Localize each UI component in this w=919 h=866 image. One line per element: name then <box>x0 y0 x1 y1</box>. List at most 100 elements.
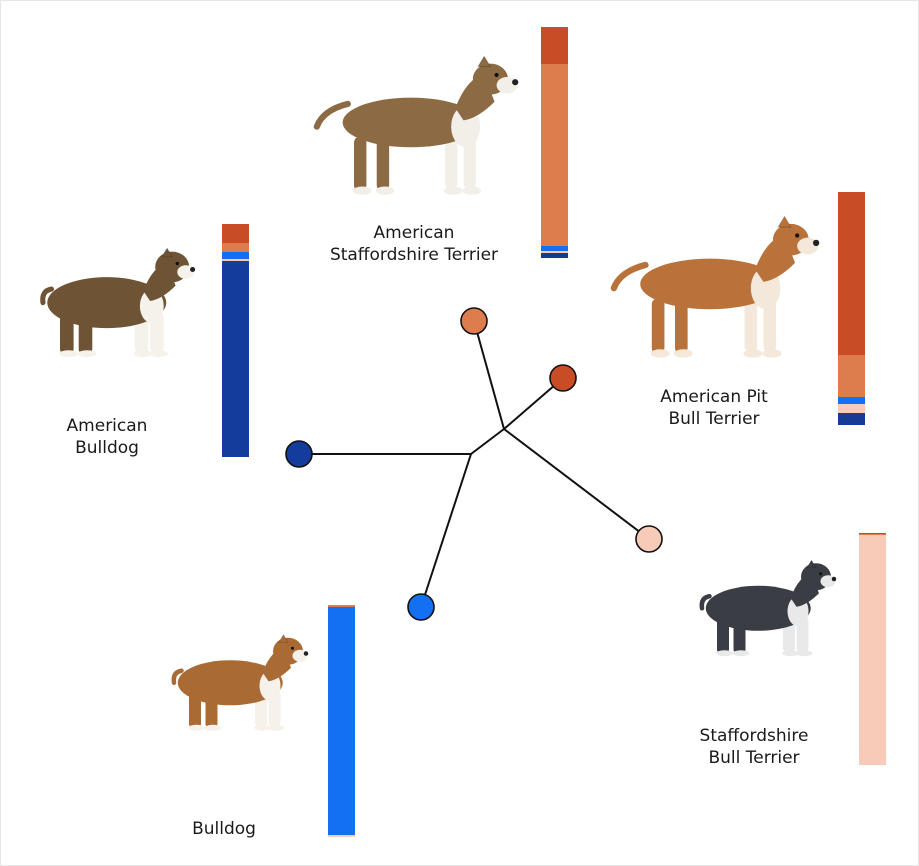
dog-leg <box>717 618 729 654</box>
ancestry-segment <box>541 246 568 251</box>
ancestry-segment <box>328 834 355 837</box>
ancestry-segment <box>859 533 886 535</box>
dog-paw <box>267 724 285 731</box>
dog-body <box>177 660 283 706</box>
ancestry-bar-american-bulldog <box>222 224 249 457</box>
ancestry-segment <box>838 397 865 405</box>
dog-leg <box>674 298 688 354</box>
ancestry-segment <box>859 535 886 765</box>
label-american-bulldog: American Bulldog <box>66 416 148 458</box>
ancestry-segment <box>222 224 249 243</box>
dog-muzzle <box>496 77 518 94</box>
ancestry-bar-american-staffordshire-terrier <box>541 27 568 260</box>
label-american-pit-bull-terrier: American Pit Bull Terrier <box>660 387 768 429</box>
ancestry-segment <box>838 355 865 398</box>
dog-paw <box>204 724 222 731</box>
ancestry-segment <box>328 605 355 608</box>
american-pit-bull-terrier-illustration <box>610 215 820 358</box>
dog-tail <box>313 100 351 130</box>
dog-nose <box>303 651 309 656</box>
dog-eye <box>819 572 822 576</box>
ancestry-segment <box>541 27 568 65</box>
dog-ear <box>278 634 289 643</box>
dog-paw <box>443 186 463 195</box>
dog-paw <box>673 349 693 358</box>
tip-node-american-staffordshire-terrier <box>460 307 488 335</box>
dog-body <box>47 277 167 329</box>
dog-nose <box>831 576 837 582</box>
dog-leg <box>744 296 758 352</box>
dog-ear <box>477 55 492 68</box>
ancestry-segment <box>541 64 568 246</box>
dog-paw <box>732 650 750 657</box>
dog-paw <box>352 186 372 195</box>
dog-leg <box>376 136 390 191</box>
tip-node-american-pit-bull-terrier <box>549 364 577 392</box>
dog-paw <box>743 349 763 358</box>
tip-node-bulldog <box>407 593 435 621</box>
dog-leg <box>354 136 367 191</box>
dog-eye <box>494 72 499 77</box>
dog-tail <box>610 261 649 292</box>
ancestry-segment <box>328 607 355 835</box>
branch-staffordshire-bull-terrier <box>503 428 650 540</box>
ancestry-segment <box>838 404 865 414</box>
dog-muzzle <box>177 265 195 279</box>
dog-leg <box>444 134 458 189</box>
dog-paw <box>188 724 205 731</box>
dog-paw <box>77 350 97 358</box>
dog-leg <box>60 314 74 354</box>
dog-ear <box>161 247 173 258</box>
ancestry-segment <box>222 242 249 252</box>
ancestry-segment <box>222 251 249 259</box>
dog-paw <box>59 350 78 358</box>
dog-tail <box>699 594 712 611</box>
ancestry-segment <box>222 261 249 457</box>
dog-paw <box>133 350 153 358</box>
staffordshire-bull-terrier-illustration <box>699 559 837 657</box>
tip-node-american-bulldog <box>285 440 313 468</box>
tip-node-staffordshire-bull-terrier <box>635 525 663 553</box>
dog-muzzle <box>292 649 308 662</box>
dog-leg <box>189 693 201 728</box>
ancestry-segment <box>541 250 568 253</box>
dog-paw <box>149 350 168 358</box>
internal-branch <box>470 428 505 455</box>
dog-paw <box>254 724 271 731</box>
american-bulldog-illustration <box>40 247 196 358</box>
dog-ear <box>777 215 792 228</box>
dog-paw <box>795 650 813 657</box>
dog-eye <box>795 233 800 238</box>
branch-bulldog <box>420 453 472 608</box>
ancestry-segment <box>859 534 886 536</box>
dog-nose <box>190 266 196 273</box>
label-staffordshire-bull-terrier: Staffordshire Bull Terrier <box>699 726 809 768</box>
label-bulldog: Bulldog <box>192 819 256 839</box>
dog-tail <box>171 668 184 685</box>
ancestry-segment <box>838 192 865 356</box>
ancestry-segment <box>838 413 865 425</box>
dog-leg <box>763 296 777 352</box>
american-staffordshire-terrier-illustration <box>313 55 519 195</box>
dog-ear <box>806 559 817 569</box>
dog-muzzle <box>820 575 836 588</box>
dog-body <box>705 585 811 631</box>
bulldog-illustration <box>171 634 309 731</box>
ancestry-bar-staffordshire-bull-terrier <box>859 533 886 765</box>
dog-paw <box>462 186 482 195</box>
ancestry-segment <box>222 258 249 262</box>
dog-tail <box>40 286 55 306</box>
dog-nose <box>812 239 820 247</box>
dog-paw <box>716 650 733 657</box>
dog-nose <box>512 79 519 86</box>
dog-leg <box>651 298 665 354</box>
ancestry-bar-bulldog <box>328 605 355 837</box>
ancestry-bar-american-pit-bull-terrier <box>838 192 865 425</box>
branch-american-staffordshire-terrier <box>473 320 505 430</box>
dog-eye <box>291 646 294 650</box>
dog-body <box>342 97 480 148</box>
dog-leg <box>463 134 476 189</box>
dog-eye <box>175 261 179 266</box>
